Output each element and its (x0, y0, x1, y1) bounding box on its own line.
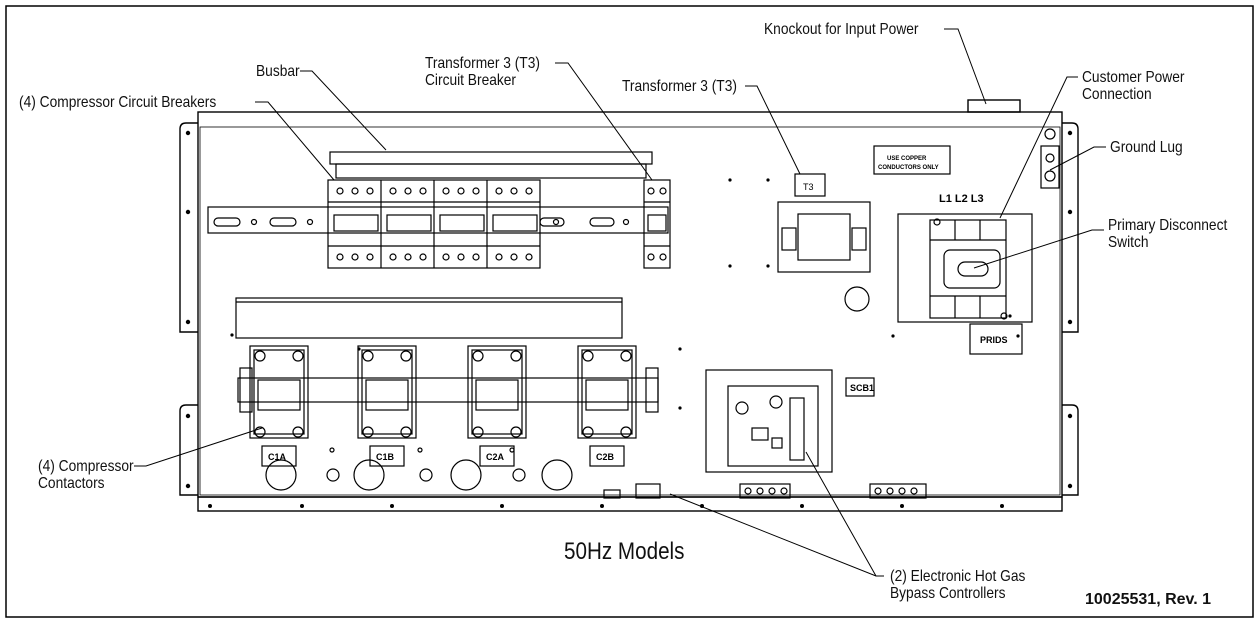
callout-t3-breaker-line1: Transformer 3 (T3) (425, 55, 540, 72)
phase-label: L1 L2 L3 (939, 193, 984, 205)
figure-caption: 50Hz Models (564, 538, 685, 565)
callout-primary-disconnect-line1: Primary Disconnect (1108, 217, 1228, 234)
contactor-tag: C1B (376, 452, 395, 462)
compressor-circuit-breakers (327, 179, 541, 269)
callout-t3-breaker-line2: Circuit Breaker (425, 72, 516, 89)
callout-hot-gas-line2: Bypass Controllers (890, 585, 1006, 602)
callout-t3: Transformer 3 (T3) (622, 78, 737, 95)
transformer-t3 (777, 173, 871, 312)
callout-busbar: Busbar (256, 63, 300, 80)
document-id: 10025531, Rev. 1 (1085, 591, 1212, 608)
mounting-holes (185, 130, 1073, 508)
t3-circuit-breaker (643, 179, 671, 269)
callout-primary-disconnect-line2: Switch (1108, 234, 1149, 251)
figure-border (5, 5, 1254, 618)
callout-ground-lug: Ground Lug (1110, 139, 1183, 156)
din-rail-lower (237, 367, 659, 413)
scb1-control-board (705, 369, 875, 473)
primary-disconnect-switch (897, 213, 1033, 323)
scb1-tag: SCB1 (850, 383, 874, 393)
copper-label-line2: CONDUCTORS ONLY (878, 165, 939, 171)
callout-contactors-line2: Contactors (38, 475, 105, 492)
compressor-contactors (249, 345, 637, 467)
t3-tag: T3 (803, 182, 814, 192)
callout-breakers: (4) Compressor Circuit Breakers (19, 94, 217, 111)
callout-contactors-line1: (4) Compressor (38, 458, 134, 475)
copper-label-plate (873, 145, 951, 175)
callout-knockout: Knockout for Input Power (764, 21, 919, 38)
wire-duct (235, 297, 623, 339)
contactor-tag: C2B (596, 452, 615, 462)
prids-tag: PRIDS (980, 335, 1008, 345)
leader-lines (134, 28, 1106, 577)
ground-lug (1040, 128, 1060, 189)
din-rail-upper (207, 206, 669, 234)
callout-customer-power-line2: Connection (1082, 86, 1152, 103)
prids-plate (969, 323, 1023, 355)
panel-text-group: T3 USE COPPER CONDUCTORS ONLY L1 L2 L3 P… (268, 156, 1008, 462)
busbar (329, 151, 653, 179)
enclosure (179, 99, 1079, 512)
contactor-tag: C1A (268, 452, 287, 462)
callout-customer-power-line1: Customer Power (1082, 69, 1185, 86)
callout-hot-gas-line1: (2) Electronic Hot Gas (890, 568, 1026, 585)
copper-label-line1: USE COPPER (887, 156, 927, 162)
bottom-knockouts (265, 447, 573, 491)
hot-gas-bypass-terminals (603, 483, 927, 499)
contactor-tag: C2A (486, 452, 505, 462)
